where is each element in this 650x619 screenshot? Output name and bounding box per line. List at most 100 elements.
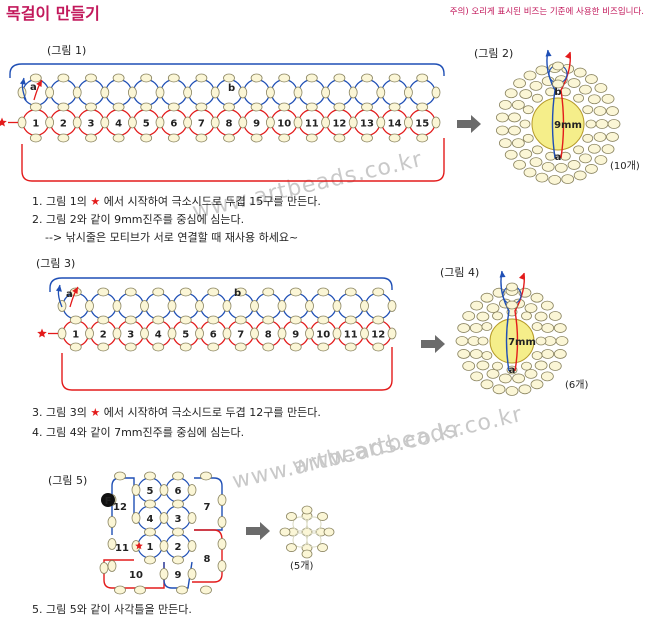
seed-bead xyxy=(195,102,208,112)
thread-ring-blue xyxy=(243,79,271,106)
thread-ring-blue xyxy=(144,292,172,320)
seed-bead xyxy=(301,549,313,559)
seed-bead xyxy=(587,94,601,105)
thread-ring-blue xyxy=(309,292,337,320)
arrow-head-icon xyxy=(564,52,571,59)
seed-bead xyxy=(17,116,27,129)
thread-ring-blue xyxy=(117,292,145,320)
seed-bead xyxy=(361,73,373,83)
seed-bead xyxy=(541,323,555,333)
seed-bead xyxy=(112,102,125,112)
seed-bead xyxy=(144,499,156,509)
seed-bead xyxy=(277,300,287,312)
bead-number: 2 xyxy=(175,542,182,553)
seed-bead xyxy=(323,527,335,537)
seed-bead xyxy=(595,119,609,129)
seed-bead xyxy=(594,83,608,93)
seed-bead xyxy=(200,585,212,595)
seed-bead xyxy=(97,287,110,297)
bead-number: 4 xyxy=(155,330,162,341)
seed-bead xyxy=(187,540,197,552)
bead-number: 8 xyxy=(226,119,233,130)
seed-bead xyxy=(179,342,192,352)
seed-bead xyxy=(553,323,567,333)
seed-bead xyxy=(541,161,555,172)
seed-bead xyxy=(167,300,177,312)
seed-bead xyxy=(601,93,615,104)
seed-bead xyxy=(522,105,534,115)
thread-ring-blue xyxy=(364,292,392,320)
seed-bead xyxy=(387,327,397,340)
bead-number: 4 xyxy=(147,514,154,525)
bead-number: 13 xyxy=(360,119,374,130)
bead-number: 10 xyxy=(316,330,330,341)
seed-bead xyxy=(376,116,386,129)
seed-bead xyxy=(530,292,544,303)
step-3-pre: 3. 그림 3의 xyxy=(32,406,87,419)
arrow-right-icon xyxy=(246,522,270,540)
seed-bead xyxy=(531,322,543,331)
bead-number: 6 xyxy=(210,330,217,341)
seed-bead xyxy=(548,361,562,371)
fig2-label: (그림 2) xyxy=(474,47,514,60)
seed-bead xyxy=(144,471,156,481)
seed-bead xyxy=(278,133,291,143)
thread-ring-blue xyxy=(325,79,353,106)
seed-bead xyxy=(159,540,169,552)
seed-bead xyxy=(529,80,543,91)
seed-bead xyxy=(112,73,125,83)
thread-ring-blue xyxy=(408,79,436,106)
seed-bead xyxy=(217,560,227,572)
seed-bead xyxy=(606,132,619,142)
thread-ring-blue xyxy=(337,292,365,320)
seed-bead xyxy=(217,538,227,550)
seed-bead xyxy=(317,543,328,552)
seed-bead xyxy=(534,311,548,322)
seed-bead xyxy=(348,116,358,129)
seed-bead xyxy=(593,106,607,116)
seed-bead xyxy=(140,327,149,340)
seed-bead xyxy=(277,327,287,340)
seed-bead xyxy=(511,100,525,110)
seed-bead xyxy=(499,373,512,384)
start-dot-icon xyxy=(101,493,115,507)
arrow-head-icon xyxy=(55,285,62,292)
seed-bead xyxy=(250,300,259,312)
seed-bead xyxy=(521,311,532,321)
label-f: F xyxy=(105,496,112,507)
thread-ring-blue xyxy=(89,292,117,320)
seed-bead xyxy=(183,116,193,129)
seed-bead xyxy=(85,133,97,143)
seed-bead xyxy=(559,151,571,161)
arrow-head-icon xyxy=(545,50,552,57)
seed-bead xyxy=(344,315,357,325)
thread-red xyxy=(514,272,525,372)
seed-bead xyxy=(250,327,259,340)
seed-bead xyxy=(504,88,518,99)
star-icon: ★ xyxy=(90,406,101,419)
seed-bead xyxy=(112,133,125,143)
seed-bead xyxy=(131,512,141,524)
seed-bead xyxy=(607,119,621,129)
star-icon: ★ xyxy=(90,195,101,208)
seed-bead xyxy=(540,300,554,311)
bead-number: 10 xyxy=(277,119,291,130)
seed-bead xyxy=(587,143,601,154)
seed-bead xyxy=(554,162,568,173)
seed-bead xyxy=(585,164,598,174)
seed-bead xyxy=(360,327,369,340)
seed-bead xyxy=(513,78,526,89)
seed-bead xyxy=(85,102,97,112)
thread-blue xyxy=(49,277,393,292)
seed-bead xyxy=(321,116,331,129)
seed-bead xyxy=(511,138,525,148)
thread-ring-blue xyxy=(160,79,188,106)
step-1-post: 에서 시작하여 극소시드로 두겹 15구를 만든다. xyxy=(103,195,321,208)
seed-bead xyxy=(506,365,518,375)
thread-ring-blue xyxy=(381,79,409,106)
seed-bead xyxy=(144,527,156,537)
seed-bead xyxy=(131,484,141,496)
bead-number: 14 xyxy=(388,119,402,130)
seed-bead xyxy=(97,315,110,325)
seed-bead xyxy=(416,133,429,143)
